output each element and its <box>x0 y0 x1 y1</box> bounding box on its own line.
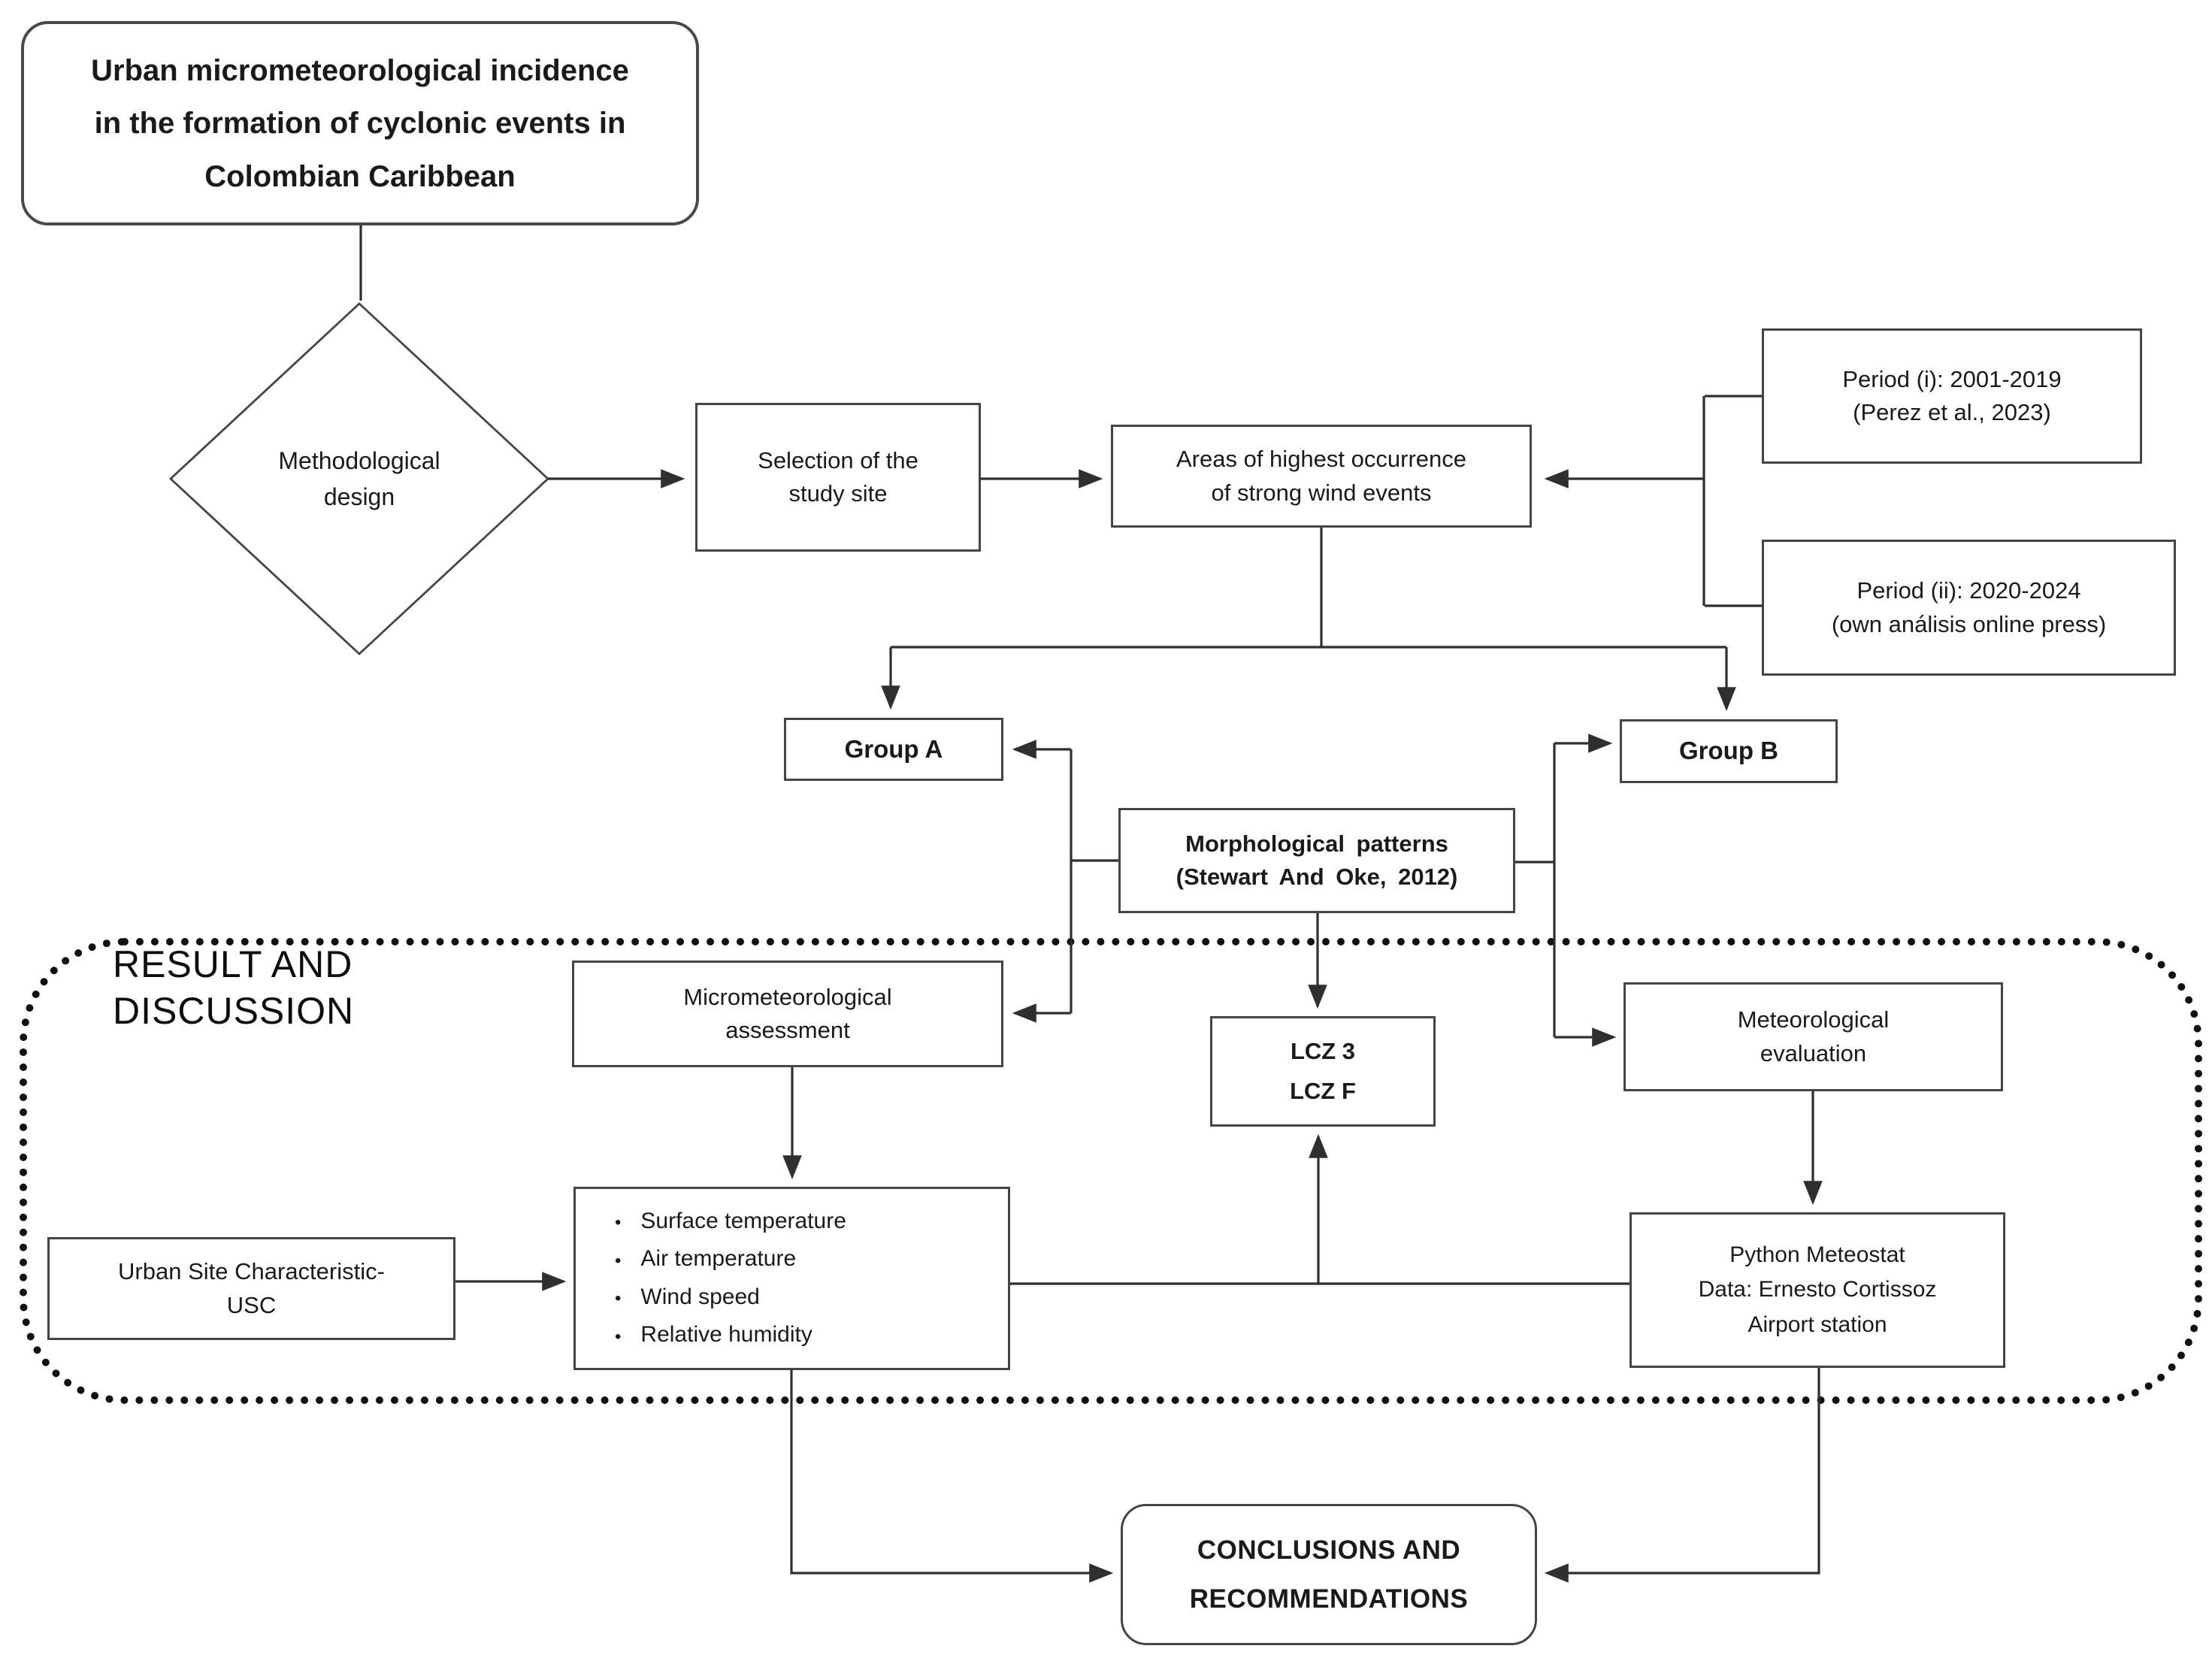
group-b-node: Group B <box>1620 719 1838 783</box>
section-line: RESULT AND <box>113 943 353 985</box>
list-item: • Wind speed <box>615 1281 760 1314</box>
list-item: • Surface temperature <box>615 1206 846 1238</box>
conclusions-line: CONCLUSIONS AND <box>1197 1535 1461 1565</box>
group-a-node: Group A <box>784 718 1003 781</box>
variable-label: Relative humidity <box>640 1322 812 1348</box>
diamond-label-line: Methodological <box>278 447 440 474</box>
morphological-patterns-node: Morphological patterns (Stewart And Oke,… <box>1118 808 1515 913</box>
bullet-icon: • <box>615 1326 622 1347</box>
connector-meteostat-to-conclusions <box>1544 1368 1820 1583</box>
meteostat-line: Airport station <box>1748 1312 1887 1337</box>
connector-variables-to-conclusions <box>790 1370 1114 1583</box>
micrometeorological-assessment-node: Micrometeorological assessment <box>572 961 1003 1067</box>
variable-label: Surface temperature <box>640 1208 846 1233</box>
methodological-design-diamond <box>168 302 550 655</box>
lcz-line: LCZ F <box>1290 1077 1356 1104</box>
areas-line: Areas of highest occurrence <box>1176 446 1466 473</box>
period-i-line: (Perez et al., 2023) <box>1853 399 2051 425</box>
title-node: Urban micrometeorological incidence in t… <box>21 21 699 225</box>
meteostat-line: Python Meteostat <box>1729 1242 1905 1267</box>
title-line: Colombian Caribbean <box>204 159 516 193</box>
section-line: DISCUSSION <box>113 990 355 1032</box>
met-eval-line: evaluation <box>1760 1039 1867 1066</box>
period-ii-line: (own análisis online press) <box>1831 610 2107 637</box>
selection-line: Selection of the <box>758 446 918 473</box>
selection-line: study site <box>788 480 888 507</box>
micromet-line: Micrometeorological <box>683 983 892 1010</box>
group-a-label: Group A <box>844 734 943 763</box>
variables-node: • Surface temperature • Air temperature … <box>573 1187 1010 1370</box>
title-line: Urban micrometeorological incidence <box>91 53 629 87</box>
meteorological-evaluation-node: Meteorological evaluation <box>1623 982 2003 1091</box>
conclusions-node: CONCLUSIONS AND RECOMMENDATIONS <box>1121 1504 1537 1645</box>
bullet-icon: • <box>615 1250 622 1271</box>
morphological-line: Morphological patterns <box>1185 830 1448 857</box>
diamond-label-line: design <box>323 483 395 510</box>
list-item: • Relative humidity <box>615 1319 812 1351</box>
period-i-line: Period (i): 2001-2019 <box>1842 365 2062 392</box>
lcz-node: LCZ 3 LCZ F <box>1210 1016 1436 1127</box>
usc-line: Urban Site Characteristic- <box>118 1258 385 1285</box>
period-ii-node: Period (ii): 2020-2024 (own análisis onl… <box>1762 540 2176 676</box>
areas-line: of strong wind events <box>1211 479 1432 506</box>
met-eval-line: Meteorological <box>1737 1006 1890 1033</box>
selection-node: Selection of the study site <box>695 403 981 552</box>
result-discussion-container <box>20 938 2202 1404</box>
variable-label: Wind speed <box>640 1284 760 1309</box>
period-i-node: Period (i): 2001-2019 (Perez et al., 202… <box>1762 328 2142 464</box>
micromet-line: assessment <box>725 1017 850 1043</box>
morphological-line: (Stewart And Oke, 2012) <box>1176 864 1458 890</box>
python-meteostat-node: Python Meteostat Data: Ernesto Cortissoz… <box>1629 1212 2005 1368</box>
usc-line: USC <box>226 1291 277 1318</box>
result-discussion-heading: RESULT AND DISCUSSION <box>113 941 354 1034</box>
lcz-line: LCZ 3 <box>1290 1037 1356 1064</box>
bullet-icon: • <box>615 1288 622 1309</box>
title-line: in the formation of cyclonic events in <box>94 107 626 140</box>
areas-node: Areas of highest occurrence of strong wi… <box>1111 425 1532 528</box>
methodological-design-label: Methodological design <box>224 426 495 531</box>
conclusions-line: RECOMMENDATIONS <box>1189 1584 1469 1614</box>
period-ii-line: Period (ii): 2020-2024 <box>1856 577 2081 604</box>
variable-label: Air temperature <box>640 1246 797 1272</box>
meteostat-line: Data: Ernesto Cortissoz <box>1698 1277 1937 1302</box>
bullet-icon: • <box>615 1212 622 1233</box>
list-item: • Air temperature <box>615 1243 796 1275</box>
usc-node: Urban Site Characteristic- USC <box>47 1237 455 1340</box>
group-b-label: Group B <box>1679 737 1778 765</box>
